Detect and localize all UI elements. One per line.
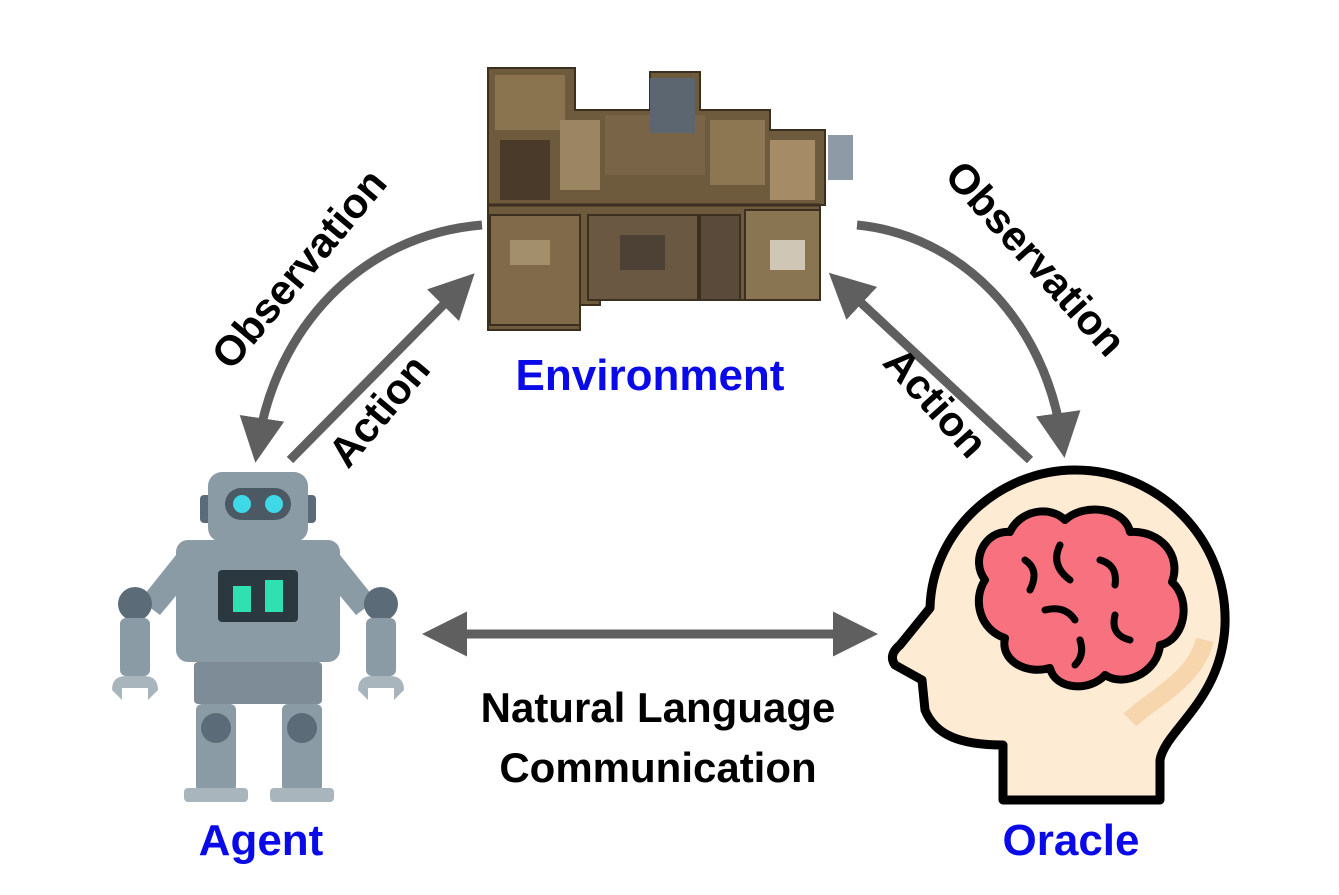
environment-floorplan-image [487,67,853,331]
agent-label: Agent [199,816,324,865]
communication-label-line2: Communication [499,744,816,791]
robot-icon [112,472,404,802]
right-action-arrow [828,272,1034,464]
communication-label-line1: Natural Language [481,684,836,731]
right-observation-arrow [856,220,1081,458]
left-observation-arrow [239,220,483,463]
environment-label: Environment [516,351,785,400]
head-brain-icon [887,465,1230,805]
left-action-arrow [286,273,475,464]
right-observation-label: Observation [936,152,1135,366]
oracle-label: Oracle [1003,816,1140,865]
right-action-label: Action [875,338,997,467]
